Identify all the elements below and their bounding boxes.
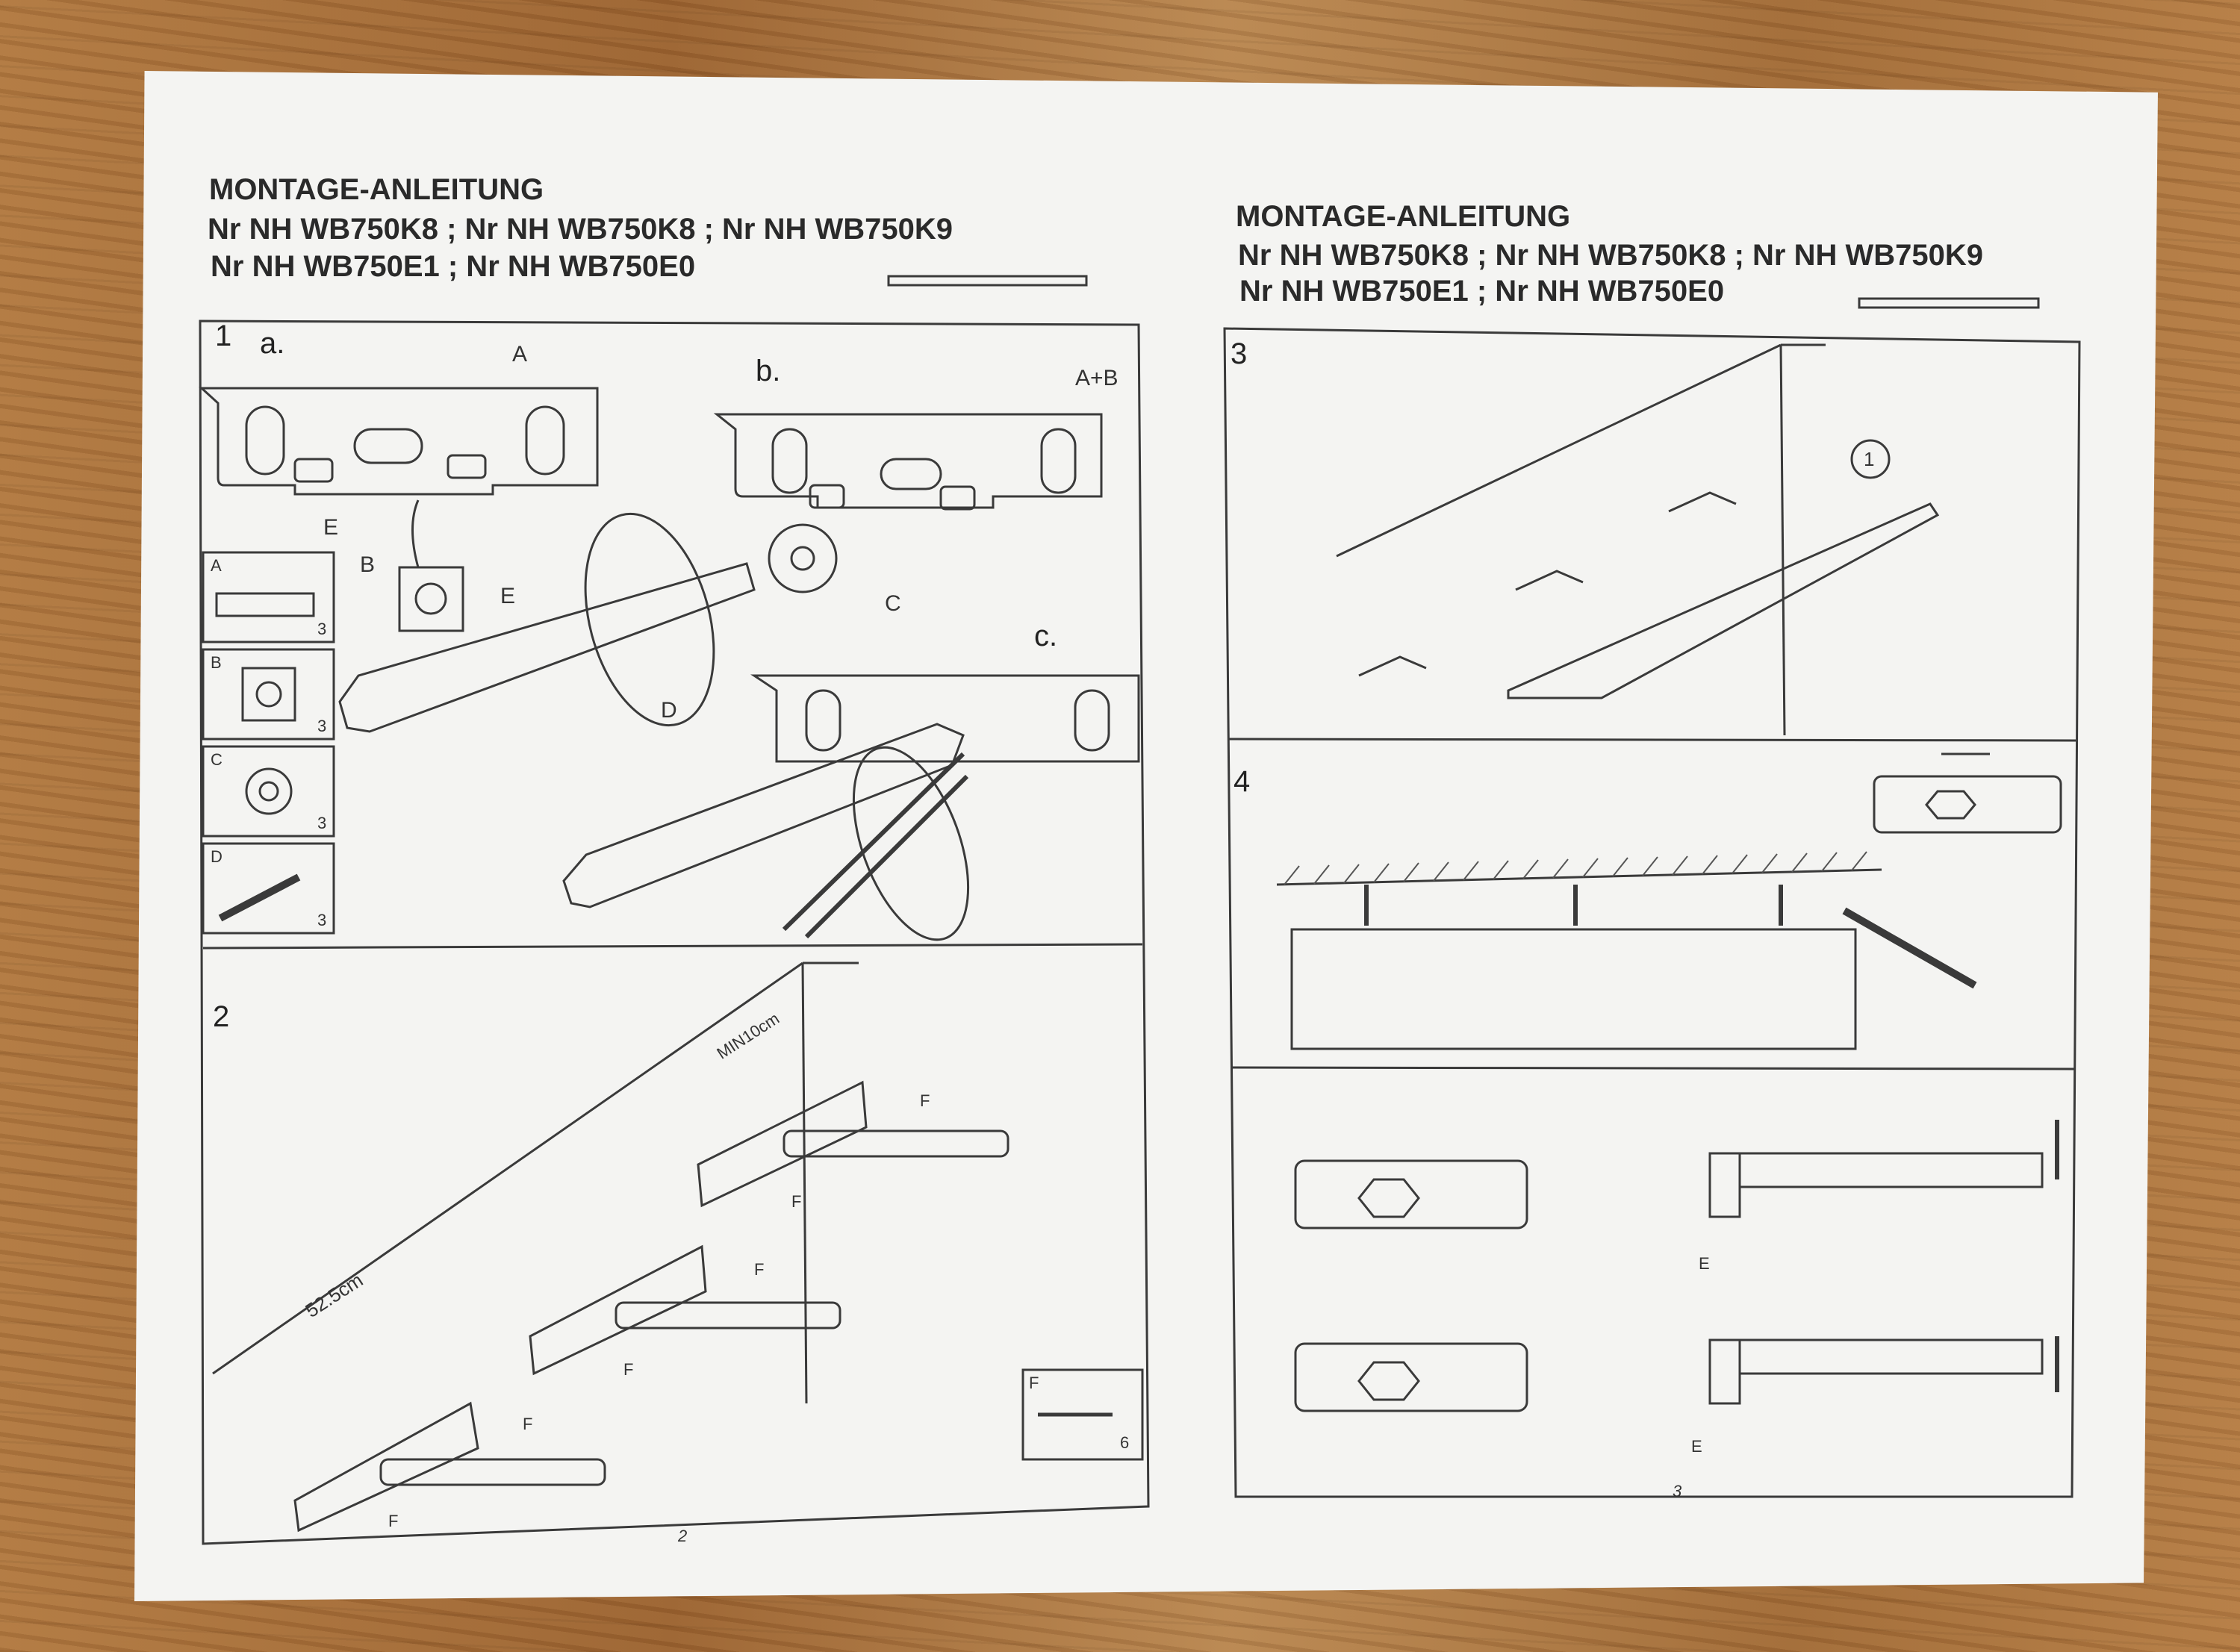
shelf-callout-number: 1 bbox=[1864, 448, 1875, 470]
left-models-line1: Nr NH WB750K8 ; Nr NH WB750K8 ; Nr NH WB… bbox=[208, 213, 953, 246]
right-models-line1: Nr NH WB750K8 ; Nr NH WB750K8 ; Nr NH WB… bbox=[1238, 239, 1983, 272]
screw-F-label-3: F bbox=[754, 1260, 765, 1279]
part-A-qty: 3 bbox=[317, 620, 327, 638]
step1a-label: a. bbox=[260, 327, 285, 360]
step1-number: 1 bbox=[215, 320, 232, 352]
screw-F-label-6: F bbox=[388, 1512, 399, 1530]
screw-box-qty: 6 bbox=[1120, 1433, 1130, 1452]
label-E-left: E bbox=[323, 515, 339, 540]
part-C-qty: 3 bbox=[317, 814, 327, 832]
screw-box-letter: F bbox=[1029, 1374, 1039, 1392]
screw-F-label-1: F bbox=[920, 1091, 930, 1110]
right-title: MONTAGE-ANLEITUNG bbox=[1236, 200, 1571, 233]
label-A: A bbox=[512, 342, 528, 367]
label-AB: A+B bbox=[1075, 366, 1119, 390]
label-B: B bbox=[360, 552, 376, 577]
label-D: D bbox=[661, 698, 677, 723]
label-E-top: E bbox=[1699, 1254, 1710, 1273]
step1c-label: c. bbox=[1034, 620, 1058, 652]
right-models-line2: Nr NH WB750E1 ; Nr NH WB750E0 bbox=[1239, 275, 1725, 308]
step1b-label: b. bbox=[756, 355, 781, 387]
part-D-letter: D bbox=[211, 847, 223, 866]
label-E-right: E bbox=[500, 584, 516, 608]
part-D-qty: 3 bbox=[317, 911, 327, 929]
step4-number: 4 bbox=[1233, 765, 1251, 798]
screw-F-label-4: F bbox=[623, 1360, 634, 1379]
part-B-qty: 3 bbox=[317, 717, 327, 735]
part-A-letter: A bbox=[211, 556, 222, 575]
right-page-number: 3 bbox=[1673, 1482, 1682, 1500]
left-page-number: 2 bbox=[678, 1527, 688, 1545]
part-C-letter: C bbox=[211, 750, 223, 769]
left-models-line2: Nr NH WB750E1 ; Nr NH WB750E0 bbox=[211, 250, 696, 283]
part-B-letter: B bbox=[211, 653, 222, 672]
label-E-bottom: E bbox=[1691, 1437, 1702, 1456]
step3-number: 3 bbox=[1231, 337, 1248, 370]
screw-F-label-2: F bbox=[791, 1192, 802, 1211]
step2-number: 2 bbox=[213, 1000, 230, 1033]
left-title: MONTAGE-ANLEITUNG bbox=[209, 173, 544, 206]
screw-F-label-5: F bbox=[523, 1415, 533, 1433]
label-C: C bbox=[885, 591, 901, 616]
